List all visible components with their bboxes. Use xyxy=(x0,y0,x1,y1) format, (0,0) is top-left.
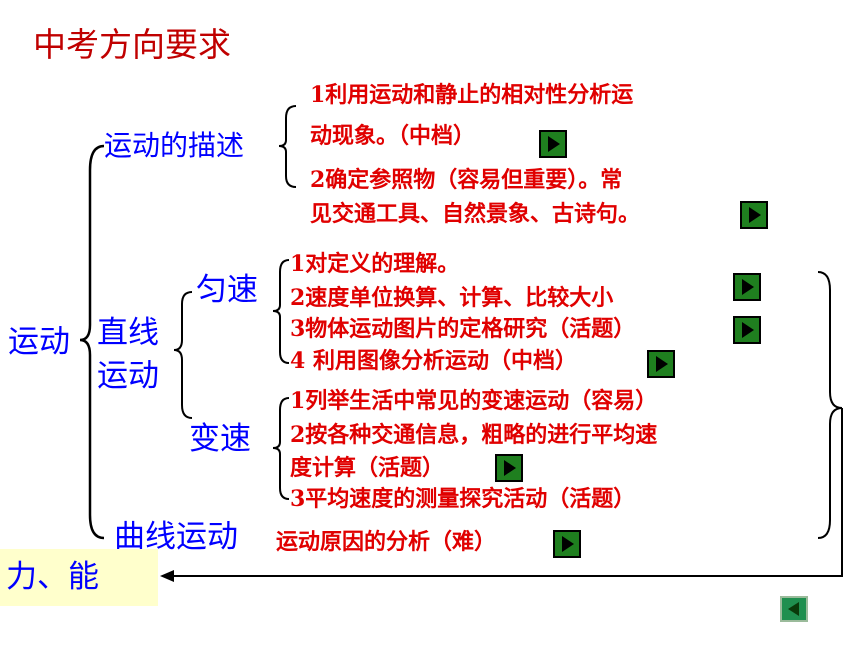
describe-brace xyxy=(278,105,297,188)
linear-node-line1: 直线 xyxy=(97,315,159,351)
play-right-icon[interactable] xyxy=(647,350,675,378)
uniform-brace xyxy=(272,259,290,364)
force-energy-label: 力、能 xyxy=(6,559,99,595)
uniform-item-3: 3物体运动图片的定格研究（活题） xyxy=(290,316,636,342)
play-right-icon[interactable] xyxy=(495,454,523,482)
play-right-icon[interactable] xyxy=(733,316,761,344)
curve-node: 曲线运动 xyxy=(114,519,238,555)
describe-node: 运动的描述 xyxy=(104,129,245,162)
variable-node: 变速 xyxy=(189,421,251,457)
linear-node-line2: 运动 xyxy=(97,358,159,394)
variable-item-2a: 2按各种交通信息，粗略的进行平均速 xyxy=(290,422,658,448)
variable-item-3: 3平均速度的测量探究活动（活题） xyxy=(290,486,636,512)
uniform-node: 匀速 xyxy=(196,272,258,308)
play-right-icon[interactable] xyxy=(539,130,567,158)
root-node: 运动 xyxy=(8,324,70,360)
describe-item-2b: 见交通工具、自然景象、古诗句。 xyxy=(310,201,641,227)
variable-item-2b: 度计算（活题） xyxy=(290,455,445,481)
linear-brace xyxy=(173,291,193,419)
variable-item-1: 1列举生活中常见的变速运动（容易） xyxy=(290,388,658,414)
uniform-item-2: 2速度单位换算、计算、比较大小 xyxy=(290,285,614,311)
right-brace xyxy=(817,271,843,539)
describe-item-1a: 1利用运动和静止的相对性分析运 xyxy=(310,82,634,108)
describe-item-1b: 动现象。（中档） xyxy=(310,123,476,149)
play-right-icon[interactable] xyxy=(553,530,581,558)
play-right-icon[interactable] xyxy=(733,273,761,301)
variable-brace xyxy=(272,397,290,500)
page-title: 中考方向要求 xyxy=(33,25,231,64)
uniform-item-1: 1对定义的理解。 xyxy=(290,251,460,277)
feedback-arrow xyxy=(168,408,843,577)
back-left-icon[interactable] xyxy=(780,596,808,622)
force-energy-box xyxy=(0,549,158,606)
curve-item: 运动原因的分析（难） xyxy=(276,529,497,555)
play-right-icon[interactable] xyxy=(740,201,768,229)
describe-item-2a: 2确定参照物（容易但重要）。常 xyxy=(310,167,623,193)
root-brace xyxy=(79,144,105,540)
arrow-head xyxy=(160,570,174,582)
uniform-item-4: 4 利用图像分析运动（中档） xyxy=(290,348,577,374)
